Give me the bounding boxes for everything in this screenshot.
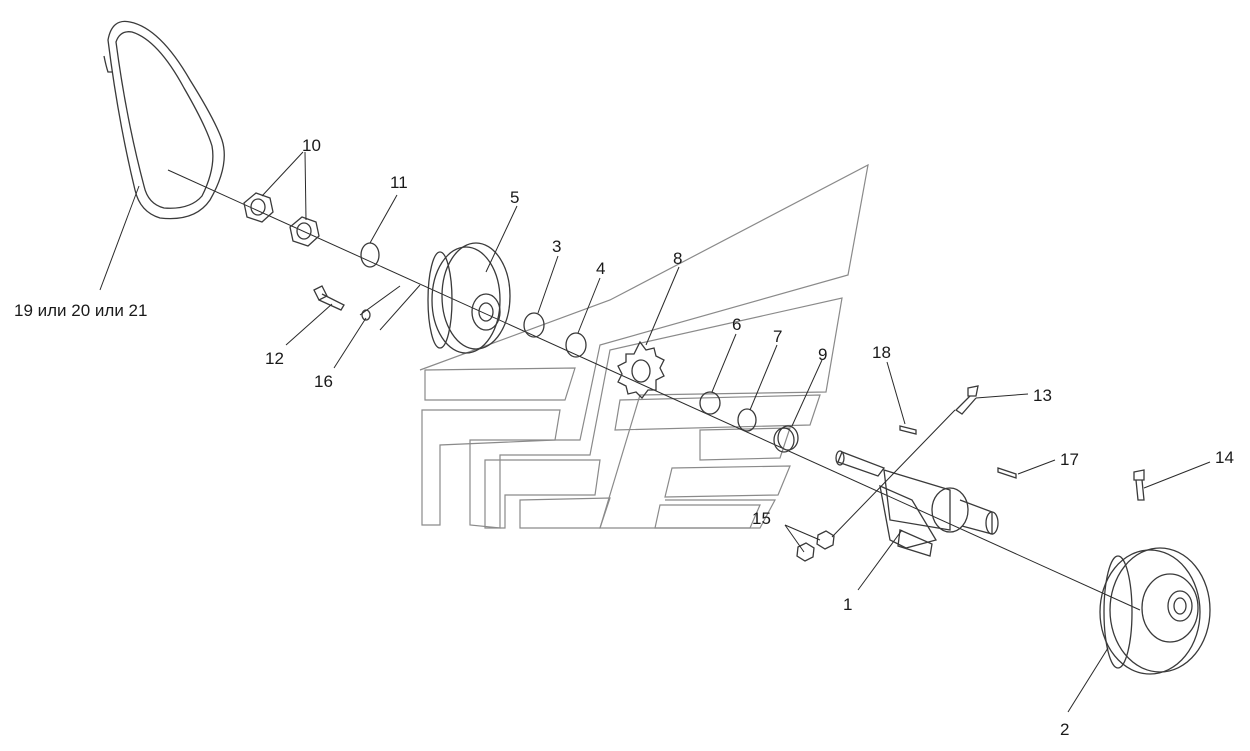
label-part-8: 8 [673, 249, 682, 268]
label-part-15: 15 [752, 509, 771, 528]
ring-6 [699, 391, 721, 415]
label-part-17: 17 [1060, 450, 1079, 469]
bolt-14 [1133, 469, 1145, 501]
hex-nut-inner [289, 216, 320, 247]
pin-18 [899, 425, 917, 435]
label-part-11: 11 [390, 173, 408, 192]
bushing-9 [773, 425, 799, 453]
hex-nut-outer [243, 192, 274, 223]
spacer-ring-11 [360, 242, 380, 268]
shaft-housing [835, 450, 999, 557]
label-part-2: 2 [1060, 720, 1069, 739]
drive-pulley [427, 242, 511, 354]
label-part-14: 14 [1215, 448, 1234, 467]
label-part-3: 3 [552, 237, 561, 256]
label-part-7: 7 [773, 327, 782, 346]
label-part-6: 6 [732, 315, 741, 334]
label-part-4: 4 [596, 259, 605, 278]
label-part-1: 1 [843, 595, 852, 614]
sprocket [617, 340, 665, 399]
washer-16 [361, 309, 371, 321]
ring-7 [737, 408, 757, 432]
leader-lines [99, 151, 1211, 713]
bolt-13 [954, 385, 979, 415]
nuts-15 [796, 530, 835, 562]
watermark-logo [419, 163, 869, 529]
v-belt [103, 20, 225, 220]
driven-drum [1099, 547, 1211, 675]
label-part-5: 5 [510, 188, 519, 207]
label-part-13: 13 [1033, 386, 1052, 405]
label-part-18: 18 [872, 343, 891, 362]
bolt-12 [313, 285, 345, 311]
assembly-axis-upper [379, 284, 421, 331]
label-part-16: 16 [314, 372, 333, 391]
label-part-10: 10 [302, 136, 321, 155]
o-ring-4 [565, 332, 587, 358]
label-part-9: 9 [818, 345, 827, 364]
o-ring-3 [523, 312, 545, 338]
label-part-12: 12 [265, 349, 284, 368]
pin-17 [997, 467, 1017, 479]
label-part-19-20-21: 19 или 20 или 21 [14, 301, 147, 320]
